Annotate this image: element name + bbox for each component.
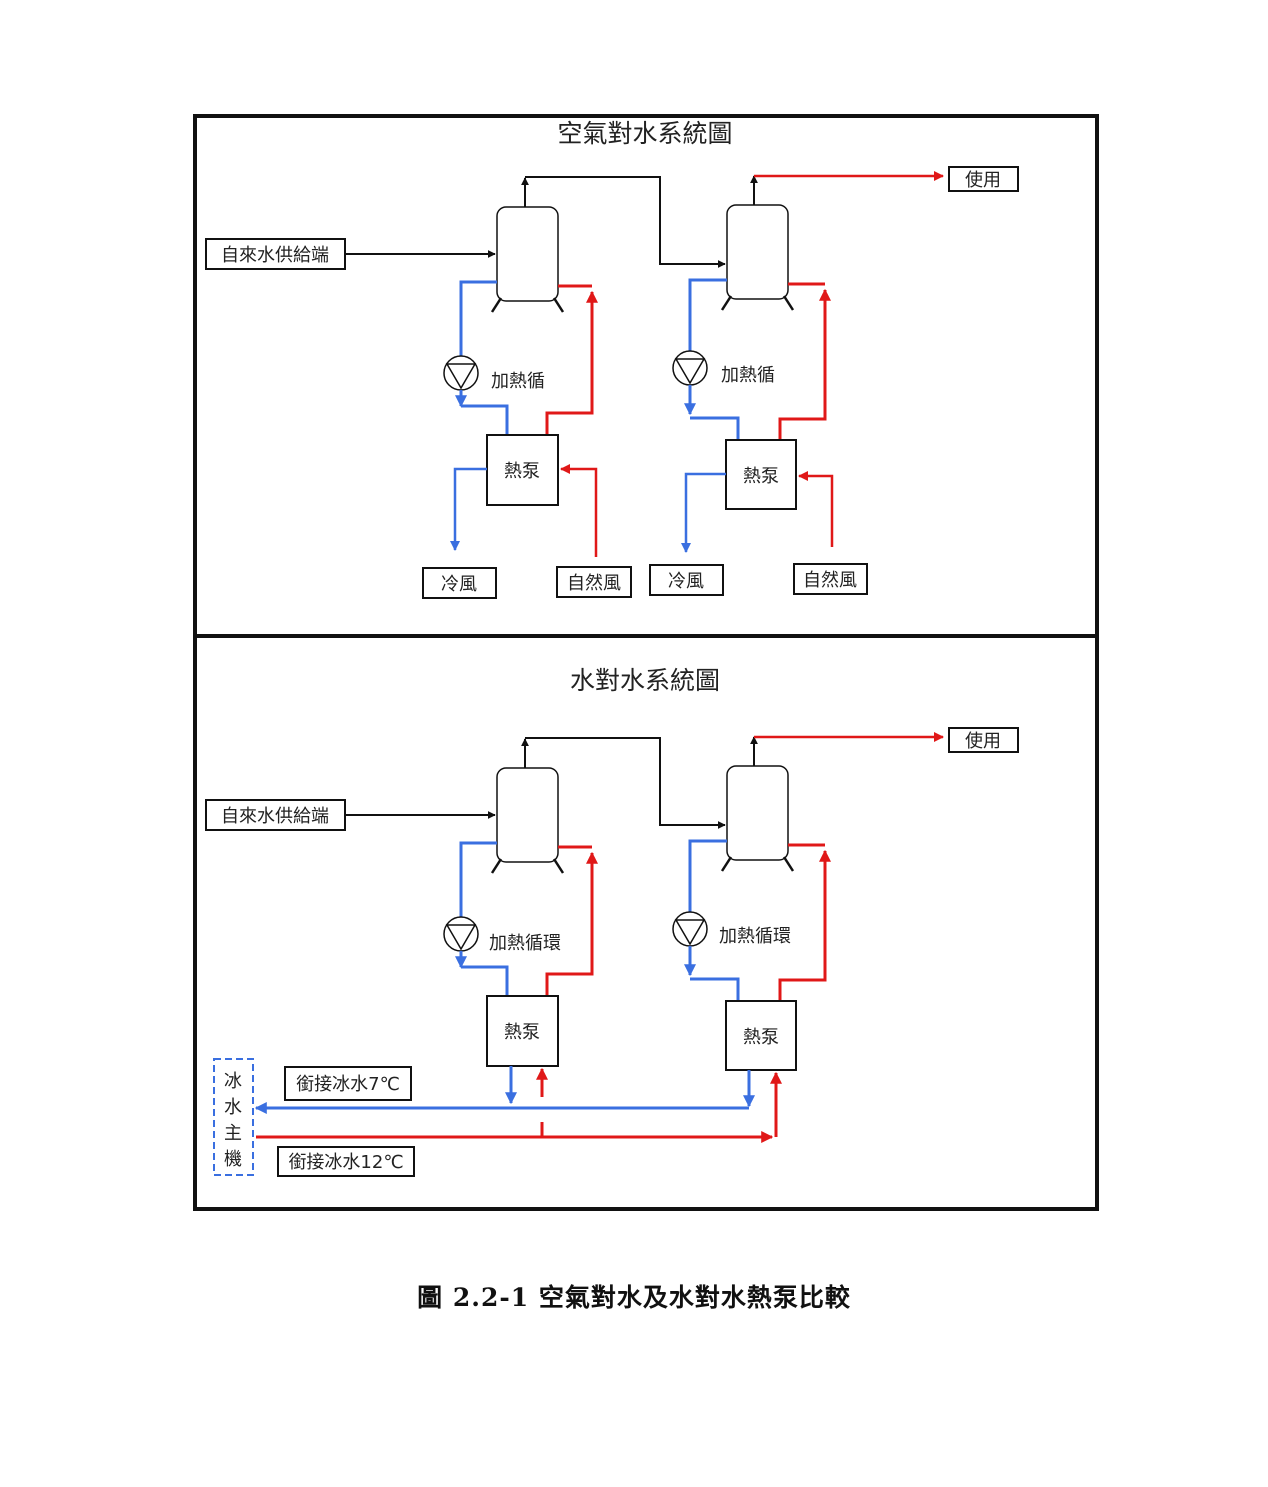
top-loop-2-cold-to-hp bbox=[690, 416, 740, 440]
top-cold-air-1-label: 冷風 bbox=[441, 574, 477, 595]
chilled-7-label-box bbox=[284, 1066, 412, 1101]
bottom-use-label: 使用 bbox=[965, 731, 1001, 752]
top-loop-2-hot-pipe bbox=[778, 288, 831, 440]
bottom-loop-2-cold-to-hp bbox=[690, 977, 740, 1001]
top-tank-1-leg-right bbox=[552, 297, 565, 313]
top-cold-air-2-box bbox=[649, 564, 724, 596]
bottom-tank-2 bbox=[726, 765, 789, 861]
top-heat-pump-1 bbox=[486, 434, 559, 506]
top-supply-label-box bbox=[205, 238, 346, 270]
top-natural-air-2-pipe bbox=[798, 471, 834, 547]
chilled-12-label-box bbox=[277, 1146, 415, 1177]
top-natural-air-2-box bbox=[793, 563, 868, 595]
bottom-supply-label-box bbox=[205, 799, 346, 831]
top-natural-air-1-label: 自然風 bbox=[567, 573, 621, 594]
bottom-transfer-pipe bbox=[525, 737, 726, 829]
top-tank-1-leg-left bbox=[490, 297, 503, 313]
top-panel-title: 空氣對水系統圖 bbox=[557, 119, 732, 148]
top-cold-air-2-label: 冷風 bbox=[668, 571, 704, 592]
top-heat-pump-1-label: 熱泵 bbox=[504, 461, 540, 482]
bottom-panel-frame bbox=[193, 634, 1099, 1211]
top-loop-1-hot-pipe bbox=[545, 290, 598, 435]
top-tank-2-leg-left bbox=[720, 295, 733, 311]
bottom-loop-1-cold-pipe bbox=[459, 841, 497, 920]
bottom-supply-label: 自來水供給端 bbox=[221, 806, 329, 827]
top-loop-2-label: 加熱循 bbox=[721, 365, 775, 386]
bottom-pump-1-triangle bbox=[445, 924, 477, 951]
bottom-pump-1-icon bbox=[443, 916, 479, 952]
top-heat-pump-2 bbox=[725, 439, 797, 510]
bottom-loop-2-hot-pipe bbox=[778, 849, 831, 1001]
top-tank-1 bbox=[496, 206, 559, 302]
bottom-tank-2-leg-right bbox=[782, 856, 795, 872]
top-pump-1-icon bbox=[443, 355, 479, 391]
top-use-label: 使用 bbox=[965, 170, 1001, 191]
top-pump-2-triangle bbox=[674, 358, 706, 385]
top-supply-label: 自來水供給端 bbox=[221, 245, 329, 266]
bottom-tank-1 bbox=[496, 767, 559, 863]
top-cold-air-2-pipe bbox=[681, 472, 726, 553]
bottom-heat-pump-2 bbox=[725, 1000, 797, 1071]
bottom-tank-1-leg-right bbox=[552, 858, 565, 874]
top-panel-frame bbox=[193, 114, 1099, 638]
top-heat-pump-2-label: 熱泵 bbox=[743, 466, 779, 487]
chilled-12-label: 銜接冰水12℃ bbox=[288, 1152, 403, 1173]
bottom-tank-1-leg-left bbox=[490, 858, 503, 874]
top-loop-1-cold-pipe bbox=[459, 280, 497, 360]
top-use-label-box bbox=[948, 166, 1019, 192]
top-pump-2-icon bbox=[672, 350, 708, 386]
bottom-heat-pump-1 bbox=[486, 995, 559, 1067]
bottom-loop-2-cold-pipe bbox=[688, 839, 727, 916]
figure-caption: 圖 2.2-1 空氣對水及水對水熱泵比較 bbox=[417, 1283, 851, 1312]
chilled-7-label: 銜接冰水7℃ bbox=[296, 1074, 400, 1095]
bottom-panel-title: 水對水系統圖 bbox=[570, 666, 720, 695]
chiller-char-3: 主 bbox=[224, 1123, 242, 1144]
chiller-char-4: 機 bbox=[224, 1149, 242, 1170]
chiller-box bbox=[213, 1058, 254, 1176]
bottom-pump-2-icon bbox=[672, 911, 708, 947]
top-cold-air-1-box bbox=[422, 567, 497, 599]
bottom-heat-pump-2-label: 熱泵 bbox=[743, 1027, 779, 1048]
top-loop-1-label: 加熱循 bbox=[491, 371, 545, 392]
bottom-tank-2-leg-left bbox=[720, 856, 733, 872]
bottom-loop-1-cold-to-hp bbox=[461, 965, 509, 996]
top-cold-air-1-pipe bbox=[450, 467, 487, 551]
chiller-char-1: 冰 bbox=[224, 1071, 242, 1092]
bottom-pump-2-triangle bbox=[674, 919, 706, 946]
top-transfer-pipe bbox=[525, 176, 726, 268]
bottom-loop-2-label: 加熱循環 bbox=[719, 926, 791, 947]
chiller-char-2: 水 bbox=[224, 1097, 242, 1118]
top-loop-2-cold-pipe bbox=[688, 278, 727, 355]
top-tank-2-leg-right bbox=[782, 295, 795, 311]
top-tank-2 bbox=[726, 204, 789, 300]
top-natural-air-2-label: 自然風 bbox=[803, 570, 857, 591]
top-loop-1-cold-to-hp bbox=[461, 404, 509, 435]
bottom-loop-1-hot-pipe bbox=[545, 851, 598, 996]
top-pump-1-triangle bbox=[445, 363, 477, 390]
bottom-loop-1-label: 加熱循環 bbox=[489, 933, 561, 954]
top-natural-air-1-pipe bbox=[560, 464, 598, 557]
top-natural-air-1-box bbox=[556, 566, 632, 598]
bottom-heat-pump-1-label: 熱泵 bbox=[504, 1022, 540, 1043]
bottom-use-label-box bbox=[948, 727, 1019, 753]
